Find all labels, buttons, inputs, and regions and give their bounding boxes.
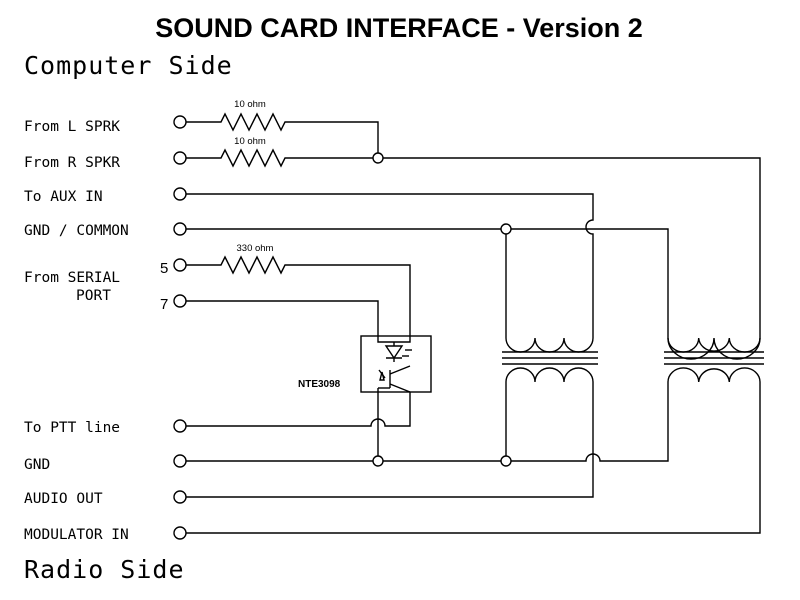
wire-modulator-in	[186, 382, 761, 534]
label-to-ptt-line: To PTT line	[24, 420, 120, 436]
led-symbol	[377, 336, 411, 343]
terminal-serial-5	[173, 258, 187, 272]
terminal-audio-out	[173, 490, 187, 504]
optocoupler	[360, 335, 432, 393]
label-pin-5: 5	[160, 260, 168, 277]
wire-l-spkr	[186, 112, 379, 157]
resistor-serial-value: 330 ohm	[237, 243, 274, 254]
transformer-left	[502, 337, 598, 383]
transformer-right	[664, 337, 764, 383]
label-serial-port: PORT	[76, 288, 111, 304]
label-pin-7: 7	[160, 296, 168, 313]
resistor-right-value: 10 ohm	[234, 136, 266, 147]
wire-aux-in	[186, 193, 594, 338]
label-gnd-common: GND / COMMON	[24, 223, 129, 239]
terminal-to-ptt	[173, 419, 187, 433]
label-gnd: GND	[24, 457, 50, 473]
wiring	[186, 112, 761, 534]
wire-audio-out	[186, 382, 594, 498]
junction-speaker-mix	[372, 152, 384, 164]
terminal-from-r-spkr	[173, 151, 187, 165]
diagram-title: SOUND CARD INTERFACE - Version 2	[155, 13, 643, 43]
radio-side-heading: Radio Side	[24, 555, 185, 584]
label-to-aux-in: To AUX IN	[24, 189, 103, 205]
label-audio-out: AUDIO OUT	[24, 491, 103, 507]
terminal-modulator-in	[173, 526, 187, 540]
wire-radio-gnd	[186, 382, 669, 462]
terminal-gnd-common	[173, 222, 187, 236]
wire-serial-7	[186, 300, 379, 336]
resistor-left-value: 10 ohm	[234, 99, 266, 110]
terminal-to-aux-in	[173, 187, 187, 201]
label-from-r-spkr: From R SPKR	[24, 155, 120, 171]
optocoupler-label: NTE3098	[298, 379, 341, 390]
computer-side-heading: Computer Side	[24, 51, 233, 80]
junction-radio-gnd-transistor	[372, 455, 384, 467]
label-from-l-spkr: From L SPRK	[24, 119, 120, 135]
junctions	[372, 152, 512, 467]
wire-r-spkr	[186, 148, 761, 338]
terminal-from-l-spkr	[173, 115, 187, 129]
label-modulator-in: MODULATOR IN	[24, 527, 129, 543]
wire-gnd-common	[186, 228, 669, 338]
junction-radio-gnd-transformer	[500, 455, 512, 467]
terminal-serial-7	[173, 294, 187, 308]
wire-serial-5	[186, 255, 411, 336]
terminals	[173, 115, 187, 540]
label-from-serial: From SERIAL	[24, 270, 120, 286]
wire-ptt	[186, 392, 411, 427]
junction-gnd-common	[500, 223, 512, 235]
terminal-gnd	[173, 454, 187, 468]
